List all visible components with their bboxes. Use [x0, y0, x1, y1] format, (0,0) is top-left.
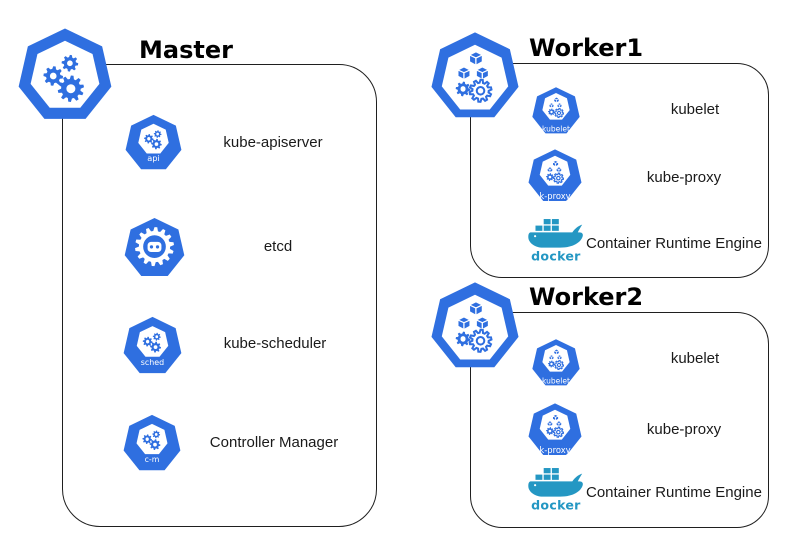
- kube-scheduler-icon: sched: [123, 316, 182, 374]
- worker2-node-icon: [431, 282, 519, 368]
- svg-text:c-m: c-m: [145, 455, 160, 464]
- svg-text:sched: sched: [141, 358, 164, 367]
- etcd-icon: [124, 217, 185, 277]
- kubernetes-master-node-icon: [18, 28, 112, 119]
- worker2-title: Worker2: [529, 283, 644, 311]
- docker-wordmark: docker: [531, 248, 581, 263]
- docker-containers-icon: [534, 467, 560, 481]
- kubelet-icon: kubelet: [532, 87, 580, 134]
- svg-text:k-proxy: k-proxy: [539, 445, 570, 455]
- whale-eye: [534, 484, 537, 487]
- svg-text:api: api: [147, 153, 160, 163]
- worker2-node-box: [470, 312, 769, 528]
- svg-text:kubelet: kubelet: [542, 377, 570, 386]
- component-label-container-runtime: Container Runtime Engine: [586, 235, 762, 252]
- whale-eye: [534, 235, 537, 238]
- kube-proxy-icon: k-proxy: [528, 149, 582, 201]
- master-title: Master: [139, 36, 233, 64]
- component-label-kubelet: kubelet: [670, 101, 720, 118]
- kube-proxy-icon: k-proxy: [528, 403, 582, 455]
- docker-logo: docker: [528, 467, 583, 512]
- docker-logo: docker: [528, 218, 583, 263]
- component-label-kube-proxy: kube-proxy: [646, 421, 722, 438]
- master-node-box: [62, 64, 377, 527]
- worker1-node-icon: [431, 32, 519, 118]
- component-label-kube-apiserver: kube-apiserver: [223, 134, 323, 151]
- kubelet-icon: kubelet: [532, 339, 580, 386]
- svg-text:k-proxy: k-proxy: [539, 191, 570, 201]
- worker1-title: Worker1: [529, 34, 644, 62]
- component-label-kube-proxy: kube-proxy: [646, 169, 722, 186]
- docker-whale-icon: [528, 473, 583, 497]
- docker-containers-icon: [534, 218, 560, 232]
- component-label-container-runtime: Container Runtime Engine: [586, 484, 762, 501]
- component-label-controller-manager: Controller Manager: [209, 434, 339, 451]
- svg-text:kubelet: kubelet: [542, 125, 570, 134]
- component-label-kubelet: kubelet: [670, 350, 720, 367]
- worker1-node-box: [470, 63, 769, 278]
- docker-whale-icon: [528, 224, 583, 248]
- component-label-kube-scheduler: kube-scheduler: [223, 335, 327, 352]
- docker-wordmark: docker: [531, 497, 581, 512]
- component-label-etcd: etcd: [263, 238, 293, 255]
- kube-apiserver-icon: api: [125, 114, 182, 170]
- controller-manager-icon: c-m: [123, 414, 181, 471]
